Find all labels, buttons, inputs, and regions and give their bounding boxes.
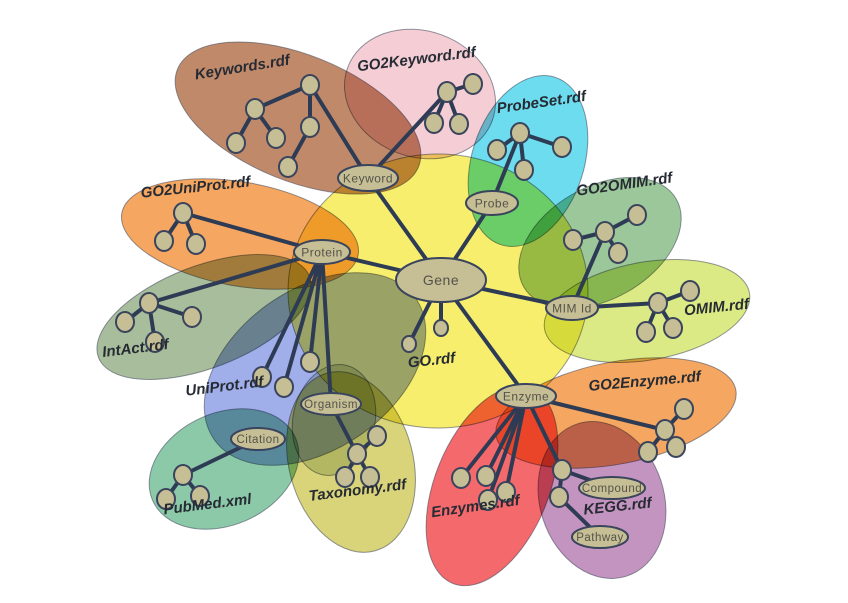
leaf-node [636, 321, 656, 343]
leaf-node [300, 74, 320, 96]
entity-shape-citation [230, 427, 286, 451]
leaf-node [182, 306, 202, 328]
entity-shape-probe [465, 190, 519, 216]
edge [459, 394, 528, 480]
leaf-node [245, 98, 265, 120]
leaf-node [401, 335, 417, 353]
leaf-node [666, 436, 686, 458]
leaf-node [638, 441, 658, 463]
entity-label-protein: Protein [301, 245, 343, 259]
leaf-node [173, 464, 193, 486]
leaf-node [463, 73, 483, 95]
leaf-node [674, 398, 694, 420]
leaf-node [655, 419, 675, 441]
entity-shape-enzyme [495, 383, 557, 409]
leaf-node [173, 202, 193, 224]
leaf-node [476, 465, 496, 487]
entity-label-citation: Citation [237, 434, 280, 446]
leaf-node [156, 488, 176, 510]
leaf-node [510, 122, 530, 144]
edge [282, 250, 324, 389]
leaf-node [252, 366, 272, 388]
edge [320, 250, 333, 406]
leaf-node [680, 280, 700, 302]
leaf-node [451, 467, 471, 489]
entity-shape-organism [300, 392, 362, 416]
edge [147, 250, 324, 305]
leaf-node [226, 132, 246, 154]
leaf-node [627, 204, 647, 226]
entity-shape-compound [578, 476, 646, 500]
edge [308, 250, 324, 364]
entity-label-pathway: Pathway [576, 532, 624, 544]
edge [260, 250, 324, 379]
edge [308, 83, 370, 180]
leaf-node [433, 319, 449, 337]
leaf-node [514, 159, 534, 181]
entity-node-organism: Organism [300, 392, 362, 416]
leaf-node [347, 443, 367, 465]
entity-node-keyword: Keyword [337, 164, 399, 192]
leaf-node [145, 331, 165, 353]
entity-node-citation: Citation [230, 427, 286, 451]
leaf-node [115, 311, 135, 333]
leaf-node [278, 156, 298, 178]
entity-node-enzyme: Enzyme [495, 383, 557, 409]
entity-label-enzyme: Enzyme [503, 389, 549, 403]
leaf-node [648, 292, 668, 314]
entity-label-keyword: Keyword [343, 171, 393, 185]
edge [486, 394, 528, 502]
leaf-node [300, 116, 320, 138]
dataset-label-go-rdf: GO.rdf [407, 349, 458, 371]
leaf-node [367, 425, 387, 447]
leaf-node [563, 229, 583, 251]
entity-label-gene: Gene [423, 272, 459, 288]
leaf-node [154, 230, 174, 252]
leaf-node [552, 136, 572, 158]
leaf-node [424, 112, 444, 134]
entity-shape-keyword [337, 164, 399, 192]
leaf-node [595, 221, 615, 243]
entity-shape-protein [293, 239, 351, 265]
entity-label-organism: Organism [304, 399, 358, 411]
leaf-node [496, 481, 516, 503]
leaf-node [274, 376, 294, 398]
leaf-node [549, 486, 569, 508]
leaf-node [663, 317, 683, 339]
entity-node-protein: Protein [293, 239, 351, 265]
leaf-node [186, 233, 206, 255]
entity-node-gene: Gene [395, 257, 487, 303]
leaf-node [300, 351, 320, 373]
entity-label-probe: Probe [475, 196, 510, 210]
leaf-node [437, 81, 457, 103]
leaf-node [608, 242, 628, 264]
leaf-node [552, 459, 572, 481]
entity-node-mim-id: MIM Id [545, 295, 599, 321]
leaf-node [266, 127, 286, 149]
dataset-label-omim-rdf: OMIM.rdf [683, 295, 751, 319]
leaf-node [487, 139, 507, 161]
entity-label-mim-id: MIM Id [552, 301, 592, 315]
leaf-node [449, 113, 469, 135]
edge [504, 394, 528, 494]
leaf-node [190, 485, 210, 507]
entity-shape-mim-id [545, 295, 599, 321]
edge [366, 90, 449, 180]
leaf-node [335, 466, 355, 488]
entity-label-compound: Compound [582, 483, 642, 495]
leaf-node [478, 489, 498, 511]
entity-node-pathway: Pathway [571, 525, 629, 549]
entity-shape-gene [395, 257, 487, 303]
entity-shape-pathway [571, 525, 629, 549]
entity-node-compound: Compound [578, 476, 646, 500]
entity-node-probe: Probe [465, 190, 519, 216]
leaf-node [360, 466, 380, 488]
leaf-node [139, 292, 159, 314]
